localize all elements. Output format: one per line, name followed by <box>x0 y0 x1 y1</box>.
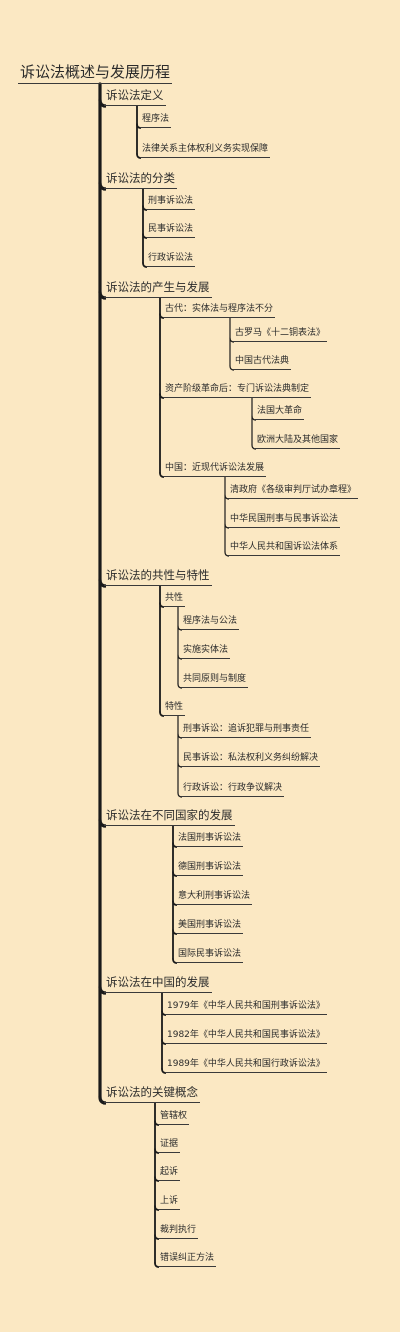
connector-branch <box>251 444 257 450</box>
leaf-node[interactable]: 古罗马《十二铜表法》 <box>233 329 328 342</box>
connector-branch <box>142 233 148 239</box>
subtopic-node[interactable]: 古代：实体法与程序法不分 <box>163 305 276 318</box>
connector-branch <box>172 900 178 906</box>
leaf-node[interactable]: 实施实体法 <box>181 646 231 659</box>
connector-branch <box>224 494 230 500</box>
connector-branch <box>98 290 107 300</box>
leaf-node[interactable]: 行政诉讼法 <box>146 254 196 267</box>
leaf-node[interactable]: 德国刑事诉讼法 <box>176 863 244 876</box>
leaf-node[interactable]: 1989年《中华人民共和国行政诉讼法》 <box>165 1060 327 1073</box>
leaf-node[interactable]: 清政府《各级审判厅试办章程》 <box>228 486 359 499</box>
leaf-node[interactable]: 法国大革命 <box>255 407 305 420</box>
connector-branch <box>154 1148 160 1154</box>
topic-classification[interactable]: 诉讼法的分类 <box>104 172 177 189</box>
connector-branch <box>251 415 257 421</box>
topic-china-development[interactable]: 诉讼法在中国的发展 <box>104 976 212 993</box>
connector-branch <box>177 733 183 739</box>
connector-branch <box>172 842 178 848</box>
connector-branch <box>224 523 230 529</box>
leaf-node[interactable]: 民事诉讼：私法权利义务纠纷解决 <box>181 754 321 767</box>
connector-branch <box>177 762 183 768</box>
connector-branch <box>159 393 165 399</box>
connector-branch <box>229 365 235 371</box>
connector-branch <box>154 1120 160 1126</box>
leaf-node[interactable]: 刑事诉讼法 <box>146 197 196 210</box>
connector-branch <box>142 262 148 268</box>
leaf-node[interactable]: 中国古代法典 <box>233 357 292 370</box>
subtopic-node[interactable]: 特性 <box>163 703 186 716</box>
root-node[interactable]: 诉讼法概述与发展历程 <box>18 65 173 84</box>
leaf-node[interactable]: 中华民国刑事与民事诉讼法 <box>228 515 341 528</box>
topic-origin-development[interactable]: 诉讼法的产生与发展 <box>104 281 212 298</box>
connector-branch <box>177 792 183 798</box>
connector-branch <box>172 871 178 877</box>
leaf-node[interactable]: 中华人民共和国诉讼法体系 <box>228 543 341 556</box>
leaf-node[interactable]: 程序法 <box>140 115 172 128</box>
leaf-node[interactable]: 民事诉讼法 <box>146 225 196 238</box>
connector-branch <box>142 205 148 211</box>
leaf-node[interactable]: 上诉 <box>158 1197 181 1210</box>
leaf-node[interactable]: 程序法与公法 <box>181 617 240 630</box>
leaf-node[interactable]: 美国刑事诉讼法 <box>176 921 244 934</box>
connector-branch <box>136 153 142 159</box>
leaf-node[interactable]: 裁判执行 <box>158 1226 199 1239</box>
connector-branch <box>177 654 183 660</box>
connector-branch <box>98 578 107 588</box>
connector-branch <box>159 313 165 319</box>
leaf-node[interactable]: 国际民事诉讼法 <box>176 950 244 963</box>
leaf-node[interactable]: 行政诉讼：行政争议解决 <box>181 784 285 797</box>
connector-branch <box>159 602 165 608</box>
leaf-node[interactable]: 1979年《中华人民共和国刑事诉讼法》 <box>165 1002 327 1015</box>
connector-branch <box>98 181 107 191</box>
topic-key-concepts[interactable]: 诉讼法的关键概念 <box>104 1086 200 1103</box>
leaf-node[interactable]: 证据 <box>158 1140 181 1153</box>
connector-branch <box>136 123 142 129</box>
connector-branch <box>154 1176 160 1182</box>
connector-branch <box>98 1095 107 1105</box>
connector-branch <box>154 1234 160 1240</box>
connector-branch <box>177 683 183 689</box>
subtopic-node[interactable]: 中国：近现代诉讼法发展 <box>163 464 267 477</box>
topic-countries-development[interactable]: 诉讼法在不同国家的发展 <box>104 809 235 826</box>
leaf-node[interactable]: 共同原则与制度 <box>181 675 249 688</box>
connector-branch <box>159 472 165 478</box>
leaf-node[interactable]: 法国刑事诉讼法 <box>176 834 244 847</box>
leaf-node[interactable]: 欧洲大陆及其他国家 <box>255 436 341 449</box>
leaf-node[interactable]: 错误纠正方法 <box>158 1254 217 1267</box>
subtopic-node[interactable]: 资产阶级革命后：专门诉讼法典制定 <box>163 385 312 398</box>
leaf-node[interactable]: 意大利刑事诉讼法 <box>176 892 253 905</box>
topic-commonality-specificity[interactable]: 诉讼法的共性与特性 <box>104 569 212 586</box>
connector-branch <box>224 551 230 557</box>
leaf-node[interactable]: 起诉 <box>158 1168 181 1181</box>
leaf-node[interactable]: 刑事诉讼：追诉犯罪与刑事责任 <box>181 725 312 738</box>
leaf-node[interactable]: 1982年《中华人民共和国民事诉讼法》 <box>165 1031 327 1044</box>
connector-branch <box>98 985 107 995</box>
connector-branch <box>159 711 165 717</box>
connector-branch <box>161 1010 167 1016</box>
connector-branch <box>154 1262 160 1268</box>
connector-branch <box>154 1205 160 1211</box>
leaf-node[interactable]: 法律关系主体权利义务实现保障 <box>140 145 271 158</box>
connector-branch <box>98 818 107 828</box>
connector-branch <box>172 958 178 964</box>
connector-branch <box>161 1068 167 1074</box>
connector-branch <box>177 625 183 631</box>
topic-definition[interactable]: 诉讼法定义 <box>104 89 166 106</box>
connector-branch <box>161 1039 167 1045</box>
connector-branch <box>172 929 178 935</box>
connector-branch <box>229 337 235 343</box>
subtopic-node[interactable]: 共性 <box>163 594 186 607</box>
leaf-node[interactable]: 管辖权 <box>158 1112 190 1125</box>
connector-branch <box>98 98 107 108</box>
